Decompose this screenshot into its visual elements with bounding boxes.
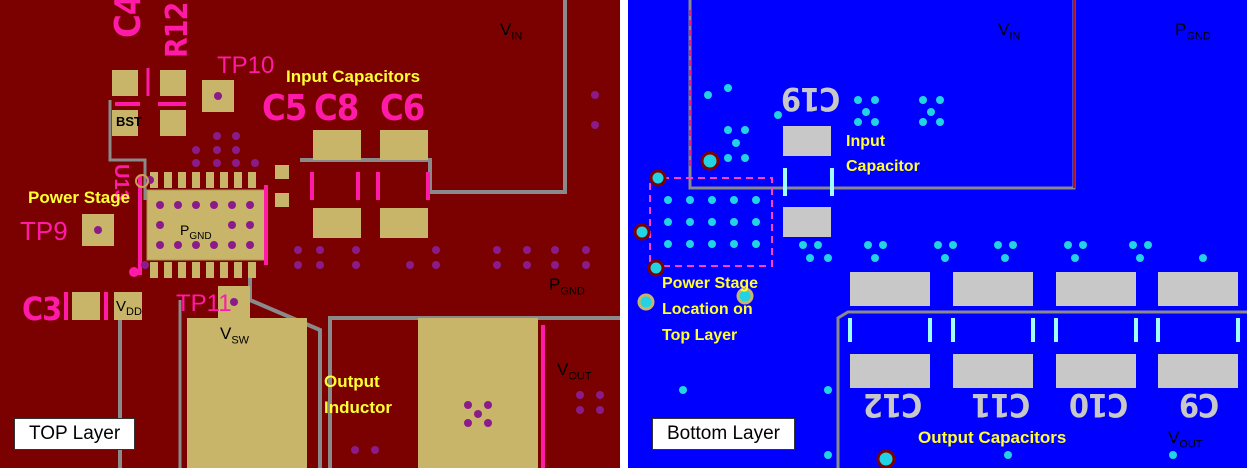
- pgnd-ic-net-label: PGND: [180, 222, 212, 242]
- vin-net-label: VIN: [500, 20, 523, 43]
- output-capacitors-annotation: Output Capacitors: [918, 428, 1067, 447]
- c8-pad-top: [313, 130, 361, 160]
- output-inductor-annotation-line2: Inductor: [324, 398, 392, 417]
- power-stage-location-annotation-line3: Top Layer: [662, 327, 738, 344]
- vout-net-label: VOUT: [1168, 428, 1203, 451]
- input-capacitor-annotation-line1: Input: [846, 133, 886, 150]
- top-layer-caption: TOP Layer: [14, 418, 136, 450]
- bottom-layer-caption: Bottom Layer: [652, 418, 795, 450]
- c10-label: C10: [1070, 386, 1129, 424]
- vin-net-label: VIN: [998, 20, 1021, 43]
- c9-pad-top: [1158, 272, 1238, 306]
- c4-pad-top: [112, 70, 138, 96]
- c19-pad-bottom: [783, 207, 831, 237]
- c3-label: C3: [22, 290, 62, 328]
- c8-pad-bottom: [313, 208, 361, 238]
- bottom-layer-panel: VIN PGND C19 Input Capacitor Power Stage…: [628, 0, 1247, 468]
- power-stage-location-annotation-line2: Location on: [662, 301, 753, 318]
- c11-label: C11: [972, 386, 1031, 424]
- c11-pad-bottom: [953, 354, 1033, 388]
- c9-pad-bottom: [1158, 354, 1238, 388]
- c4-label: C4: [108, 0, 149, 38]
- vout-plane-outline: [836, 310, 1247, 468]
- output-inductor-pad: [418, 318, 538, 468]
- r12-pad-bottom: [160, 110, 186, 136]
- c10-pad-bottom: [1056, 354, 1136, 388]
- c10-pad-top: [1056, 272, 1136, 306]
- power-stage-location-box: [649, 177, 773, 267]
- c19-label: C19: [782, 80, 841, 118]
- tp10-label: TP10: [217, 52, 275, 79]
- c11-pad-top: [953, 272, 1033, 306]
- c6-pad-top: [380, 130, 428, 160]
- c5-label: C5: [262, 88, 307, 129]
- c4-pad-bottom: [112, 110, 138, 136]
- pgnd-net-label: PGND: [549, 275, 585, 298]
- power-stage-annotation: Power Stage: [28, 188, 131, 207]
- c12-pad-top: [850, 272, 930, 306]
- top-layer-panel: C4 R12 TP10 Input Capacitors C5 C8 C6 VI…: [0, 0, 620, 468]
- c6-label: C6: [380, 88, 425, 129]
- bst-label: BST: [116, 114, 142, 129]
- c9-label: C9: [1180, 386, 1220, 424]
- top-layer-artwork: [64, 0, 620, 468]
- vsw-plane: [187, 318, 307, 468]
- vsw-net-label: VSW: [220, 324, 250, 347]
- vout-net-label: VOUT: [557, 360, 592, 383]
- power-stage-location-annotation-line1: Power Stage: [662, 275, 759, 292]
- r12-label: R12: [160, 2, 195, 58]
- input-capacitors-annotation: Input Capacitors: [286, 67, 421, 86]
- c12-label: C12: [864, 386, 923, 424]
- input-capacitor-annotation-line2: Capacitor: [846, 158, 920, 175]
- c19-pad-top: [783, 126, 831, 156]
- c6-pad-bottom: [380, 208, 428, 238]
- vsw-plane-outline: [248, 270, 322, 468]
- bottom-layer-artwork: [633, 0, 1247, 468]
- c8-label: C8: [314, 88, 359, 129]
- tp11-label: TP11: [176, 290, 232, 317]
- tp9-label: TP9: [20, 216, 68, 246]
- r12-pad-top: [160, 70, 186, 96]
- c3-pad-left: [72, 292, 100, 320]
- pgnd-net-label: PGND: [1175, 20, 1211, 43]
- vdd-net-label: VDD: [116, 298, 142, 318]
- bst-trace-outline: [108, 100, 147, 200]
- output-inductor-annotation-line1: Output: [324, 372, 380, 391]
- c12-pad-bottom: [850, 354, 930, 388]
- c3-pad-right: [114, 292, 142, 320]
